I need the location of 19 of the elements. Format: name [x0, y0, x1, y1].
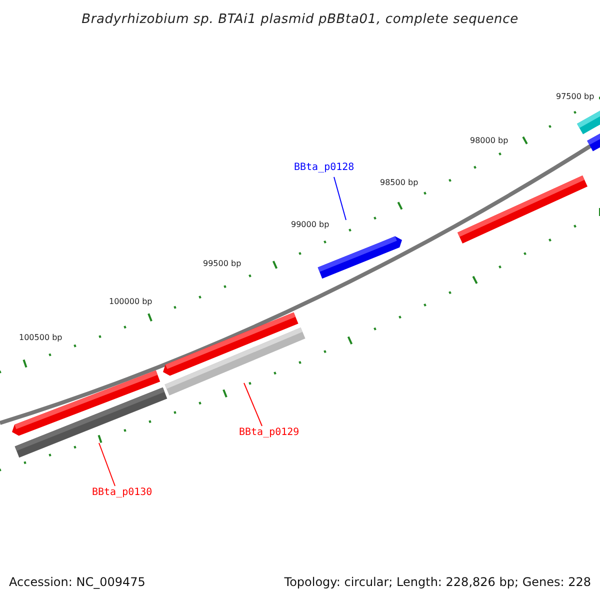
- tick-label: 98000 bp: [470, 136, 508, 146]
- tick-label: 97500 bp: [556, 92, 594, 102]
- tick-label: 99500 bp: [203, 259, 242, 269]
- leader-line: [244, 382, 262, 426]
- title: Bradyrhizobium sp. BTAi1 plasmid pBBta01, complete sequence: [80, 11, 520, 29]
- tick-label: 100500 bp: [19, 333, 62, 343]
- tick-label: 100000 bp: [109, 297, 152, 307]
- tick-label: 99000 bp: [291, 220, 330, 230]
- leader-line: [98, 442, 116, 486]
- tick-label: 98500 bp: [380, 178, 418, 188]
- gene-label: BBta_p0130: [92, 487, 152, 499]
- gene-feature-bar: [318, 236, 402, 279]
- gene-label: BBta_p0129: [239, 427, 300, 439]
- leader-line: [334, 176, 346, 220]
- gene-label: BBta_p0128: [294, 162, 354, 174]
- gene-feature-bar: [14, 387, 168, 458]
- footer-text: Accession: NC_009475: [9, 575, 146, 589]
- footer-text: Topology: circular; Length: 228,826 bp; Genes: 228: [284, 575, 591, 589]
- gene-feature-bar: [164, 328, 306, 396]
